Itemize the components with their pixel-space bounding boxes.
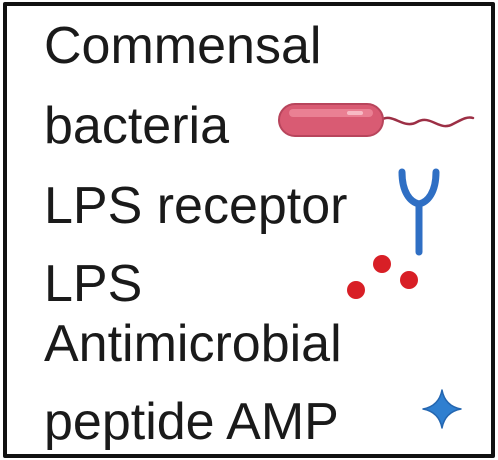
legend-label-commensal: Commensal [44, 17, 322, 75]
legend-label-lps: LPS [44, 255, 143, 313]
legend-label-peptide-amp: peptide AMP [44, 393, 339, 451]
legend-box: Commensal bacteria LPS receptor LPS Anti… [3, 2, 495, 458]
legend-label-lps-receptor: LPS receptor [44, 177, 348, 235]
legend-label-bacteria: bacteria [44, 97, 229, 155]
legend-label-antimicrobial: Antimicrobial [44, 315, 342, 373]
amp-star-icon [422, 389, 462, 429]
bacterium-icon [278, 103, 475, 137]
receptor-icon [398, 168, 440, 256]
lps-dots-icon [347, 255, 418, 299]
